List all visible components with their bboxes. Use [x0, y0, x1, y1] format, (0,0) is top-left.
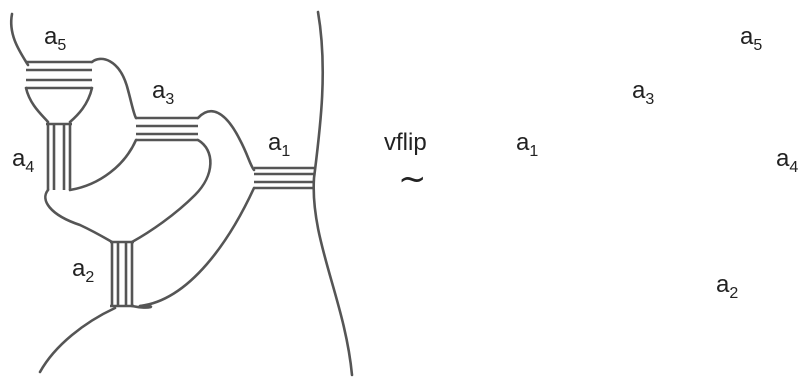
- left-inner-a3-a2: [130, 138, 212, 244]
- left-loop-a4-a3: [68, 138, 138, 192]
- right-labels: a5 a3 a1 a4 a2: [516, 23, 798, 302]
- left-figure: a5 a3 a1 a4 a2: [9, 10, 354, 377]
- right-label-a2: a2: [716, 271, 738, 302]
- left-label-a3: a3: [152, 77, 174, 108]
- right-label-a5: a5: [740, 23, 762, 54]
- left-outer-strand: [9, 12, 30, 67]
- left-loop-a1-a2: [138, 186, 256, 308]
- left-bottom-strand: [38, 306, 117, 374]
- a5-trapezoid: [24, 86, 94, 124]
- left-right-boundary: [312, 10, 354, 377]
- band-a4: [46, 122, 72, 190]
- left-label-a1: a1: [268, 129, 290, 160]
- left-a2-right-edge: [130, 304, 153, 309]
- right-label-a1: a1: [516, 129, 538, 160]
- left-label-a4: a4: [12, 145, 34, 176]
- left-label-a2: a2: [72, 255, 94, 286]
- left-loop-a5-a3: [90, 57, 138, 120]
- right-label-a3: a3: [632, 77, 654, 108]
- band-a2: [110, 240, 134, 308]
- band-a3: [136, 116, 198, 142]
- left-label-a5: a5: [44, 23, 66, 54]
- band-a1: [254, 166, 314, 190]
- relation-symbol: ~: [398, 159, 427, 199]
- relation-word: vflip: [384, 129, 427, 156]
- band-a5: [26, 60, 92, 90]
- right-label-a4: a4: [776, 145, 798, 176]
- left-loop-a3-a1: [196, 109, 256, 172]
- relation: vflip ~: [384, 129, 427, 199]
- left-loop-a4-a2: [44, 188, 114, 244]
